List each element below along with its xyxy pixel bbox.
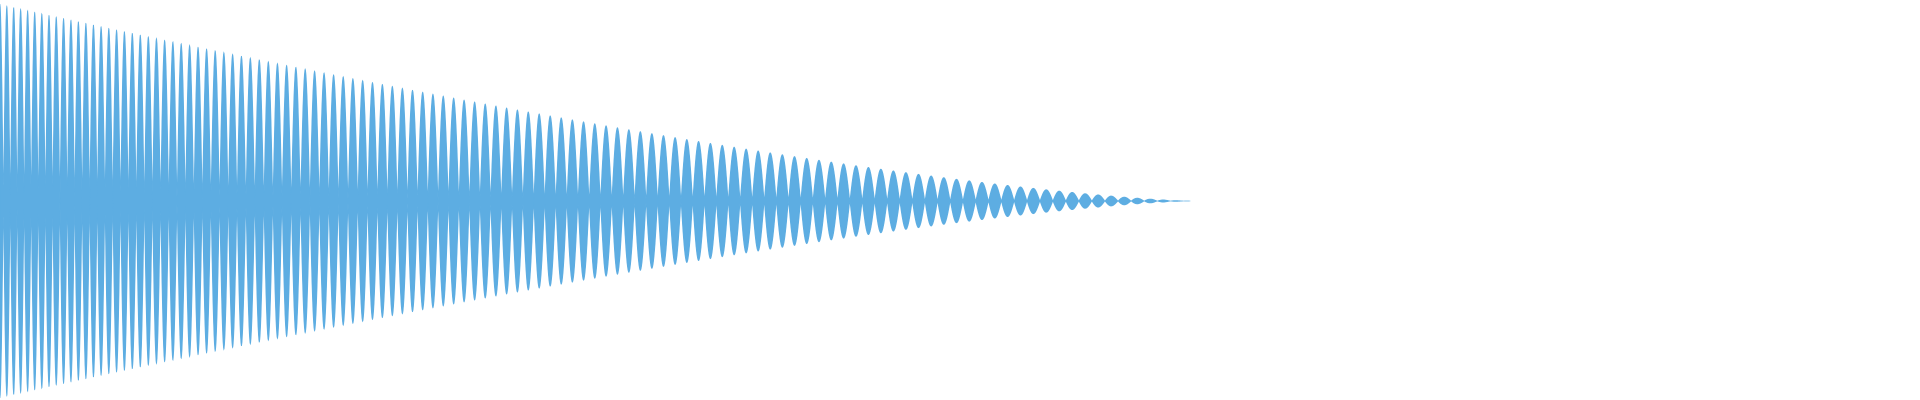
waveform-shape: [0, 3, 1191, 399]
